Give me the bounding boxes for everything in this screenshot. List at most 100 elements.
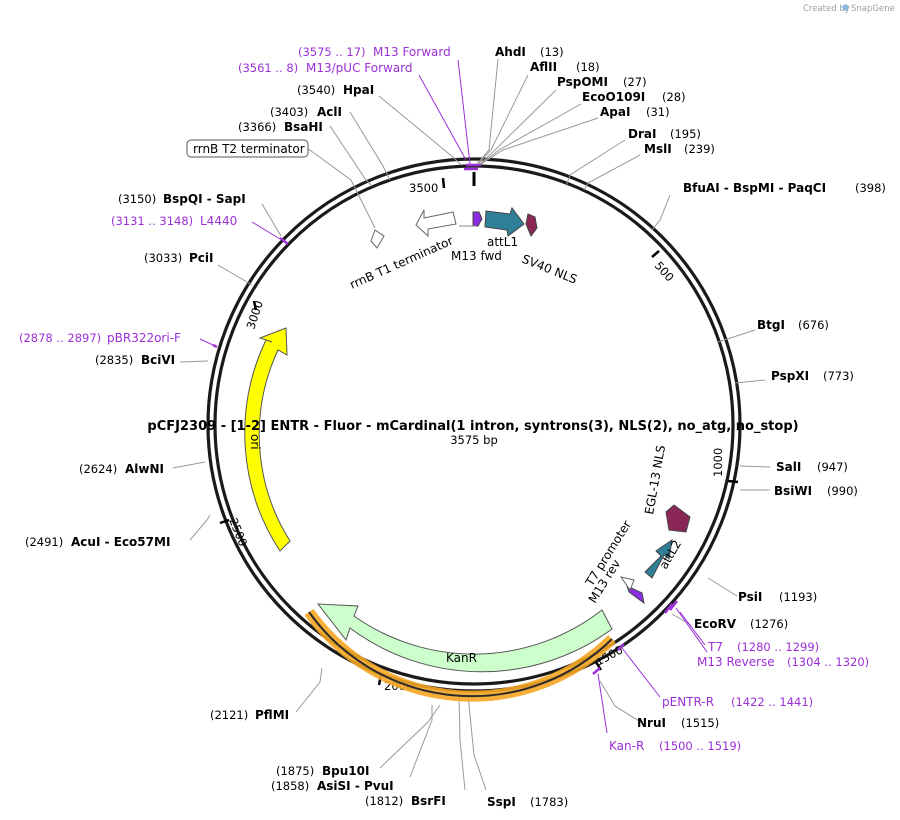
- rrnb-t1-arrow[interactable]: [415, 209, 457, 238]
- enzyme-acli[interactable]: (3403)AclI: [270, 105, 342, 119]
- enzymes-22-pos-text: (2835): [95, 353, 133, 367]
- rrnb-t2-callout[interactable]: rrnB T2 terminator: [186, 139, 309, 158]
- primer-t7[interactable]: T7 (1280 .. 1299): [707, 640, 819, 654]
- enzymes-6-name-text: MslI: [644, 142, 672, 156]
- kanr-feature[interactable]: KanR: [304, 603, 616, 702]
- enzyme-bspqi-sapi[interactable]: (3150)BspQI - SapI: [118, 192, 246, 206]
- primers-6-name-text: pENTR-R: [662, 695, 714, 709]
- enzymes-4-pos-text: (31): [646, 105, 670, 119]
- enzymes-13-name-text: EcoRV: [694, 617, 737, 631]
- enzymes-16-pos-text: (1812): [365, 794, 403, 808]
- sv40-nls-arrow[interactable]: [525, 213, 538, 237]
- tick-1000: [727, 479, 739, 484]
- enzyme-bsiwi[interactable]: BsiWI(990): [774, 484, 858, 498]
- enzymes-6-pos-text: (239): [684, 142, 715, 156]
- enzymes-7-name-text: BfuAI - BspMI - PaqCI: [683, 181, 826, 195]
- m13-rev-arrow[interactable]: [626, 585, 645, 605]
- primer-m13-reverse[interactable]: M13 Reverse (1304 .. 1320): [697, 655, 869, 669]
- enzymes-14-pos-text: (1515): [681, 716, 719, 730]
- enzyme-bsrfi[interactable]: (1812)BsrFI: [365, 794, 446, 808]
- enzymes-18-name-text: Bpu10I: [322, 764, 369, 778]
- rrnb-t2-label: rrnB T2 terminator: [193, 142, 305, 156]
- m13-fwd-label: M13 fwd: [451, 249, 502, 263]
- enzymes-27-pos-text: (3540): [297, 83, 335, 97]
- ori-feature[interactable]: ori: [244, 327, 291, 552]
- primers-7-name-text: Kan-R: [609, 739, 644, 753]
- snapgene-credit: Created by SnapGene: [803, 4, 895, 14]
- enzyme-alwni[interactable]: (2624)AlwNI: [79, 462, 164, 476]
- enzyme-bcivi[interactable]: (2835)BciVI: [95, 353, 175, 367]
- leader-lines: [172, 58, 771, 791]
- primer-labels: (3575 .. 17) M13 Forward (3561 .. 8) M13…: [19, 45, 869, 753]
- enzymes-3-name-text: EcoO109I: [582, 90, 645, 104]
- primers-6-pos-text: (1422 .. 1441): [731, 695, 813, 709]
- enzymes-8-pos-text: (676): [798, 318, 829, 332]
- kanr-arrow[interactable]: [316, 603, 613, 673]
- rrnb-t2-arrow[interactable]: [370, 229, 385, 249]
- enzyme-bpu10i[interactable]: (1875)Bpu10I: [276, 764, 369, 778]
- top-features: rrnB T1 terminator M13 fwd attL1 SV40 NL…: [348, 206, 579, 292]
- enzymes-20-pos-text: (2491): [25, 535, 63, 549]
- enzyme-aflii[interactable]: AflII(18): [530, 60, 600, 74]
- enzyme-sspi[interactable]: SspI (1783): [487, 795, 568, 809]
- plasmid-size: 3575 bp: [450, 433, 498, 447]
- snapgene-logo-icon: [842, 4, 849, 11]
- enzyme-pcii[interactable]: (3033) PciI: [144, 251, 214, 265]
- primers-0-name-text: M13 Forward: [373, 45, 451, 59]
- enzymes-23-pos-text: (3033): [144, 251, 182, 265]
- enzyme-bfuai-bspmi-paqci[interactable]: BfuAI - BspMI - PaqCI(398): [683, 181, 886, 195]
- enzyme-hpai[interactable]: (3540) HpaI: [297, 83, 374, 97]
- enzyme-btgi[interactable]: BtgI(676): [757, 318, 829, 332]
- enzyme-ecorv[interactable]: EcoRV(1276): [694, 617, 788, 631]
- primer-m13-forward[interactable]: (3575 .. 17) M13 Forward: [298, 45, 451, 59]
- primers-3-pos-text: (2878 .. 2897): [19, 331, 101, 345]
- enzyme-apai[interactable]: ApaI(31): [600, 105, 670, 119]
- primers-4-name-text: T7: [707, 640, 723, 654]
- primer-l4440[interactable]: (3131 .. 3148) L4440: [111, 214, 237, 228]
- attl1-arrow[interactable]: [484, 206, 525, 237]
- primer-pbr322ori-f[interactable]: (2878 .. 2897) pBR322ori-F: [19, 331, 181, 345]
- attl2-arrow[interactable]: [644, 538, 673, 579]
- credit-text: Created by: [803, 4, 850, 14]
- egl13-nls-label: EGL-13 NLS: [642, 444, 668, 515]
- primer-mark-m13-reverse: [669, 600, 678, 611]
- enzymes-23-name-text: PciI: [189, 251, 214, 265]
- enzymes-27-name-text: HpaI: [343, 83, 374, 97]
- primer-m13-puc-forward[interactable]: (3561 .. 8) M13/pUC Forward: [238, 61, 413, 75]
- enzymes-26-pos-text: (3403): [270, 105, 308, 119]
- enzyme-nrui[interactable]: NruI (1515): [637, 716, 719, 730]
- enzyme-pspxi[interactable]: PspXI(773): [771, 369, 854, 383]
- enzyme-asisi-pvui[interactable]: (1858)AsiSI - PvuI: [271, 779, 394, 793]
- enzyme-psii[interactable]: PsiI(1193): [738, 590, 817, 604]
- enzyme-labels-right: AhdI(13) AflII(18) PspOMI(27) EcoO109I(2…: [487, 45, 886, 809]
- enzymes-10-pos-text: (947): [817, 460, 848, 474]
- primers-1-pos-text: (3561 .. 8): [238, 61, 298, 75]
- enzyme-ahdi[interactable]: AhdI(13): [495, 45, 564, 59]
- t7-promoter-arrow[interactable]: [619, 576, 635, 592]
- enzyme-bsahi[interactable]: (3366)BsaHI: [238, 120, 323, 134]
- egl13-nls-arrow[interactable]: [665, 504, 691, 533]
- enzyme-sali[interactable]: SalI (947): [776, 460, 848, 474]
- primer-pentr-r[interactable]: pENTR-R (1422 .. 1441): [662, 695, 813, 709]
- m13-fwd-arrow[interactable]: [472, 211, 483, 227]
- primers-1-name-text: M13/pUC Forward: [306, 61, 413, 75]
- enzymes-2-pos-text: (27): [623, 75, 647, 89]
- enzymes-9-name-text: PspXI: [771, 369, 809, 383]
- enzyme-msli[interactable]: MslI (239): [644, 142, 715, 156]
- enzymes-15-pos-text: (1783): [530, 795, 568, 809]
- enzymes-15-name-text: SspI: [487, 795, 516, 809]
- enzymes-10-name-text: SalI: [776, 460, 801, 474]
- ori-arrow[interactable]: [244, 327, 291, 552]
- enzymes-0-name-text: AhdI: [495, 45, 526, 59]
- rrnb-t1-label: rrnB T1 terminator: [348, 234, 456, 292]
- primer-mark-pbr322ori-f: [212, 343, 218, 349]
- primer-kan-r[interactable]: Kan-R (1500 .. 1519): [609, 739, 741, 753]
- tick-3500: [441, 177, 446, 189]
- enzyme-pflmi[interactable]: (2121)PflMI: [210, 708, 289, 722]
- enzyme-drai[interactable]: DraI(195): [628, 127, 701, 141]
- enzyme-acui-eco57mi[interactable]: (2491)AcuI - Eco57MI: [25, 535, 170, 549]
- credit-brand: SnapGene: [851, 4, 895, 14]
- enzymes-14-name-text: NruI: [637, 716, 666, 730]
- enzyme-pspomi[interactable]: PspOMI(27): [557, 75, 647, 89]
- enzyme-ecoo109i[interactable]: EcoO109I(28): [582, 90, 686, 104]
